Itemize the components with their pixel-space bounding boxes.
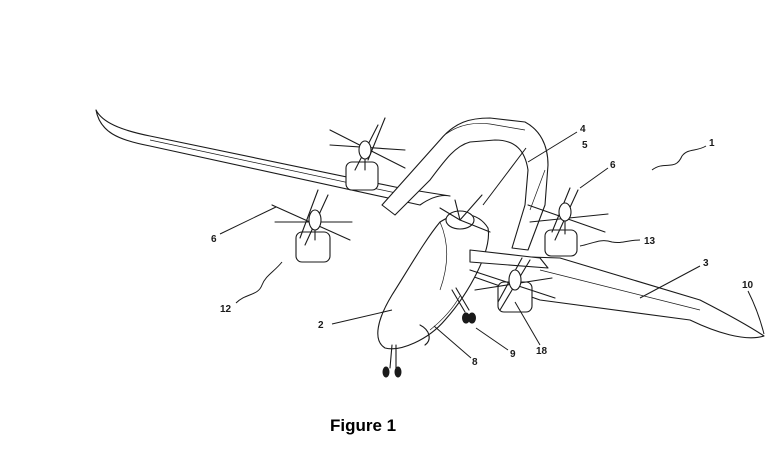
ref-label-4: 4 xyxy=(580,124,586,135)
nose-landing-gear xyxy=(382,324,430,378)
ref-label-6-right: 6 xyxy=(610,160,616,171)
rotor-pod-right-outer xyxy=(469,257,556,313)
ref-label-18: 18 xyxy=(536,346,548,357)
ref-label-9: 9 xyxy=(510,349,516,360)
ref-label-1: 1 xyxy=(709,138,715,149)
ref-label-13: 13 xyxy=(644,236,656,247)
rotor-pod-right-inner xyxy=(527,187,609,257)
main-landing-gear xyxy=(451,287,476,324)
ref-label-6-left: 6 xyxy=(211,234,217,245)
ref-label-8: 8 xyxy=(472,357,478,368)
ref-label-3: 3 xyxy=(703,258,709,269)
rotor-pod-left-outer xyxy=(271,189,353,263)
ref-label-10: 10 xyxy=(742,280,754,291)
leader-lines xyxy=(219,131,765,359)
rotor-pod-left-inner xyxy=(329,117,406,191)
nose-propeller xyxy=(439,194,491,233)
figure-caption: Figure 1 xyxy=(330,416,397,435)
tail-arch xyxy=(381,117,549,251)
right-wing xyxy=(459,254,765,339)
ref-label-5: 5 xyxy=(582,140,588,151)
ref-label-12: 12 xyxy=(220,304,232,315)
ref-label-2: 2 xyxy=(318,320,324,331)
